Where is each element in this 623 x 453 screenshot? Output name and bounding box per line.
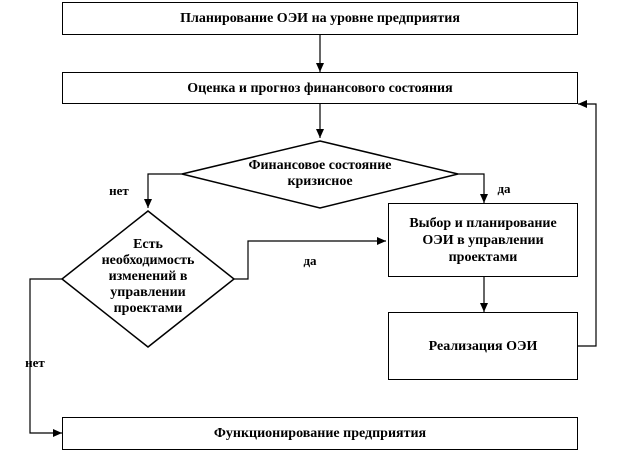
selection-box: Выбор и планирование ОЭИ в управлении пр… [388, 203, 578, 277]
assessment-box: Оценка и прогноз финансового состояния [62, 72, 578, 104]
implementation-box: Реализация ОЭИ [388, 312, 578, 380]
arrow-feedback-loop [578, 100, 597, 347]
arrow-crisis-no [144, 173, 182, 208]
functioning-box: Функционирование предприятия [62, 417, 578, 450]
arrow-change-yes [234, 237, 386, 280]
label-change-yes: да [303, 253, 317, 268]
arrow-change-no [29, 278, 62, 437]
decision-change-text: Есть необходимость изменений в управлени… [101, 237, 195, 316]
planning-box: Планирование ОЭИ на уровне предприятия [62, 2, 578, 35]
arrow-crisis-yes [458, 173, 488, 203]
label-change-no: нет [25, 355, 45, 370]
label-crisis-yes: да [497, 181, 511, 196]
decision-crisis-text: Финансовое состояние кризисное [248, 158, 392, 189]
decision-change-diamond [60, 210, 236, 348]
label-crisis-no: нет [109, 183, 129, 198]
decision-crisis-diamond [181, 140, 459, 209]
